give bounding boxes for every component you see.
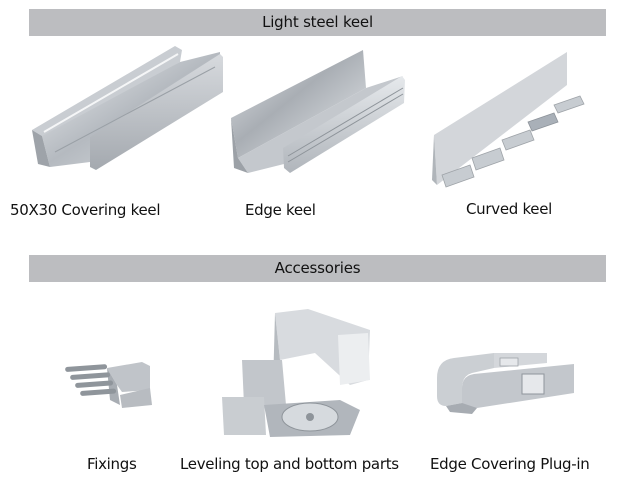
product-label-leveling-parts: Leveling top and bottom parts	[180, 455, 399, 473]
product-label-edge-covering-plug-in: Edge Covering Plug-in	[430, 455, 590, 473]
section-header-accessories: Accessories	[29, 255, 606, 282]
covering-keel-image	[30, 42, 225, 177]
edge-keel-image	[228, 48, 408, 178]
curved-keel-image	[432, 50, 592, 190]
section-header-light-steel-keel: Light steel keel	[29, 9, 606, 36]
product-label-curved-keel: Curved keel	[466, 200, 553, 218]
fixings-image	[62, 360, 157, 410]
product-label-covering-keel: 50X30 Covering keel	[10, 201, 161, 219]
product-label-fixings: Fixings	[87, 455, 137, 473]
product-label-edge-keel: Edge keel	[245, 201, 316, 219]
leveling-parts-image	[220, 305, 370, 440]
edge-covering-plug-in-image	[432, 348, 577, 418]
